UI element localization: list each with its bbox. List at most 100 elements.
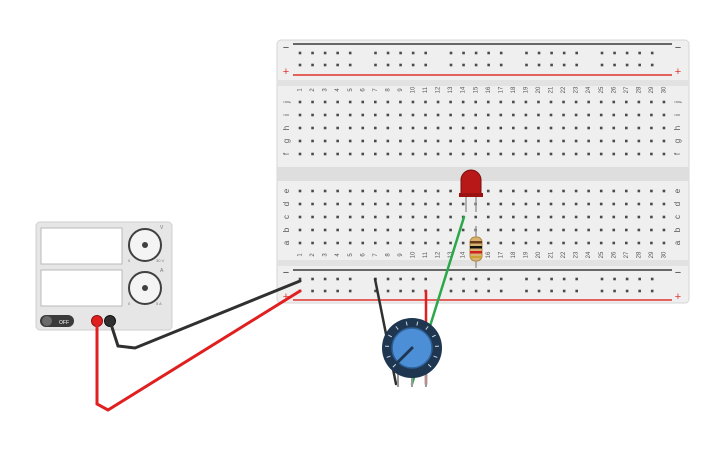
rail-hole-top-plus[interactable] (525, 63, 528, 67)
rail-hole-top-plus[interactable] (411, 63, 415, 67)
hole-j16[interactable] (486, 100, 490, 104)
hole-g2[interactable] (311, 139, 314, 143)
hole-g26[interactable] (612, 139, 616, 143)
hole-d5[interactable] (348, 202, 352, 206)
rail-hole-bottom-plus[interactable] (386, 289, 390, 293)
led[interactable] (459, 169, 483, 212)
hole-d25[interactable] (599, 202, 603, 206)
hole-i9[interactable] (399, 113, 402, 117)
rail-hole-top-plus[interactable] (323, 63, 327, 67)
rail-hole-bottom-plus[interactable] (613, 289, 616, 293)
hole-b12[interactable] (436, 228, 440, 232)
hole-i5[interactable] (348, 113, 352, 117)
hole-i7[interactable] (374, 113, 377, 117)
hole-a8[interactable] (386, 241, 390, 245)
rail-hole-top-plus[interactable] (298, 63, 302, 67)
hole-f23[interactable] (574, 152, 578, 156)
hole-b17[interactable] (499, 228, 503, 232)
hole-d17[interactable] (499, 202, 503, 206)
rail-hole-top-minus[interactable] (449, 51, 453, 55)
rail-hole-top-minus[interactable] (550, 51, 553, 55)
hole-i23[interactable] (574, 113, 578, 117)
hole-a26[interactable] (612, 241, 616, 245)
rail-hole-bottom-plus[interactable] (525, 289, 528, 293)
rail-hole-top-plus[interactable] (336, 63, 339, 67)
hole-d26[interactable] (612, 202, 616, 206)
hole-i28[interactable] (637, 113, 641, 117)
rail-hole-bottom-minus[interactable] (399, 277, 402, 281)
hole-f9[interactable] (399, 152, 402, 156)
hole-h13[interactable] (449, 126, 452, 130)
rail-hole-bottom-minus[interactable] (474, 277, 478, 281)
hole-a11[interactable] (424, 241, 427, 245)
hole-g20[interactable] (537, 139, 540, 143)
rail-hole-top-minus[interactable] (348, 51, 352, 55)
rail-hole-bottom-minus[interactable] (411, 277, 415, 281)
rail-hole-top-plus[interactable] (625, 63, 629, 67)
hole-e27[interactable] (625, 189, 628, 193)
rail-hole-top-plus[interactable] (386, 63, 390, 67)
hole-b2[interactable] (311, 228, 314, 232)
hole-j22[interactable] (562, 100, 565, 104)
rail-hole-bottom-plus[interactable] (449, 289, 453, 293)
hole-d19[interactable] (524, 202, 528, 206)
rail-hole-bottom-minus[interactable] (525, 277, 528, 281)
hole-j25[interactable] (599, 100, 603, 104)
hole-b16[interactable] (486, 228, 490, 232)
hole-c17[interactable] (499, 215, 503, 219)
rail-hole-top-plus[interactable] (638, 63, 641, 67)
hole-a30[interactable] (662, 241, 666, 245)
rail-hole-bottom-minus[interactable] (462, 277, 465, 281)
hole-a2[interactable] (311, 241, 314, 245)
hole-f3[interactable] (323, 152, 327, 156)
hole-j20[interactable] (537, 100, 540, 104)
hole-j24[interactable] (587, 100, 590, 104)
rail-hole-bottom-minus[interactable] (600, 277, 604, 281)
rail-hole-top-plus[interactable] (600, 63, 604, 67)
rail-hole-bottom-plus[interactable] (537, 289, 541, 293)
rail-hole-bottom-plus[interactable] (625, 289, 629, 293)
hole-j11[interactable] (424, 100, 427, 104)
rail-hole-bottom-minus[interactable] (348, 277, 352, 281)
hole-c8[interactable] (386, 215, 390, 219)
hole-j13[interactable] (449, 100, 452, 104)
hole-d29[interactable] (650, 202, 653, 206)
hole-g5[interactable] (348, 139, 352, 143)
hole-d7[interactable] (374, 202, 377, 206)
rail-hole-top-plus[interactable] (613, 63, 616, 67)
rail-hole-bottom-minus[interactable] (298, 277, 302, 281)
rail-hole-bottom-minus[interactable] (323, 277, 327, 281)
rail-hole-bottom-plus[interactable] (550, 289, 553, 293)
hole-i17[interactable] (499, 113, 503, 117)
rail-hole-bottom-minus[interactable] (575, 277, 578, 281)
hole-h14[interactable] (461, 126, 465, 130)
hole-f19[interactable] (524, 152, 528, 156)
rail-hole-bottom-minus[interactable] (625, 277, 629, 281)
hole-d21[interactable] (549, 202, 553, 206)
hole-e3[interactable] (323, 189, 327, 193)
rail-hole-top-plus[interactable] (399, 63, 402, 67)
hole-b29[interactable] (650, 228, 653, 232)
hole-f13[interactable] (449, 152, 452, 156)
hole-h25[interactable] (599, 126, 603, 130)
rail-hole-top-minus[interactable] (650, 51, 654, 55)
hole-f20[interactable] (537, 152, 540, 156)
hole-g30[interactable] (662, 139, 666, 143)
hole-a20[interactable] (537, 241, 540, 245)
hole-f16[interactable] (486, 152, 490, 156)
hole-b30[interactable] (662, 228, 666, 232)
rail-hole-top-minus[interactable] (600, 51, 604, 55)
hole-a18[interactable] (512, 241, 515, 245)
rail-hole-bottom-plus[interactable] (638, 289, 641, 293)
hole-g1[interactable] (298, 139, 302, 143)
hole-d24[interactable] (587, 202, 590, 206)
hole-e30[interactable] (662, 189, 666, 193)
rail-hole-bottom-plus[interactable] (411, 289, 415, 293)
rail-hole-top-plus[interactable] (311, 63, 314, 67)
hole-f29[interactable] (650, 152, 653, 156)
hole-i14[interactable] (461, 113, 465, 117)
hole-f1[interactable] (298, 152, 302, 156)
hole-d22[interactable] (562, 202, 565, 206)
rail-hole-bottom-plus[interactable] (374, 289, 377, 293)
hole-c27[interactable] (625, 215, 628, 219)
